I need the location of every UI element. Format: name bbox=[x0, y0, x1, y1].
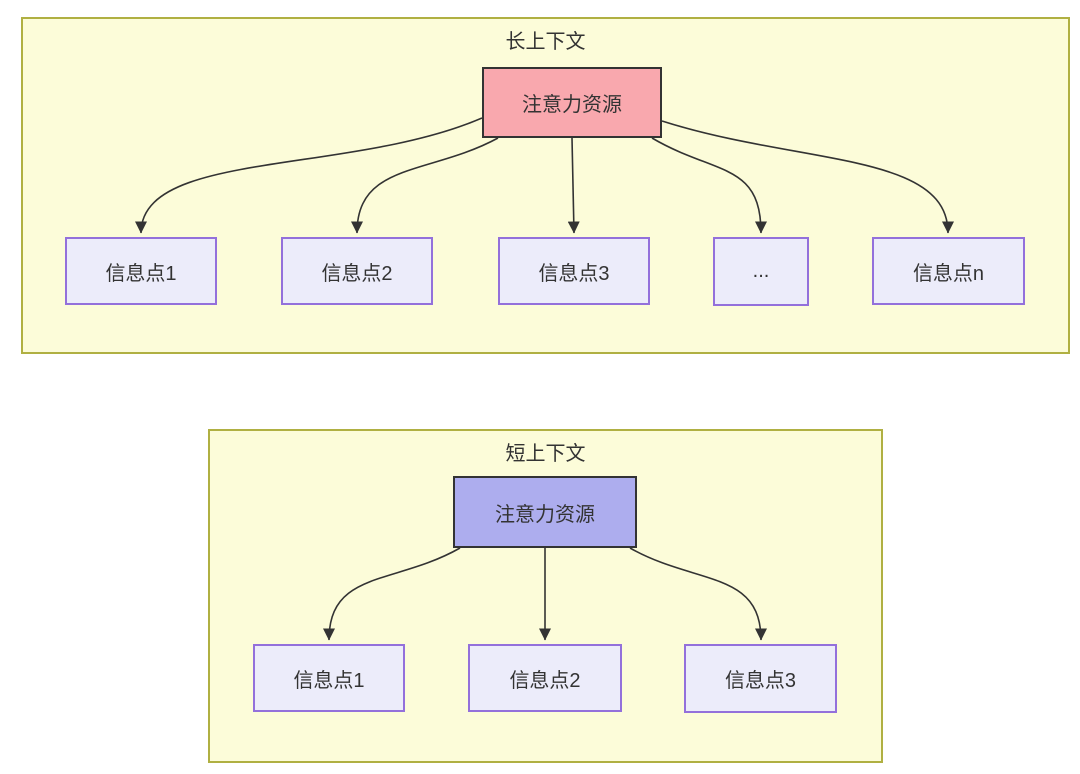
info-point-node-short-2: 信息点2 bbox=[468, 644, 622, 712]
info-point-node-long-ellipsis: ... bbox=[713, 237, 809, 306]
info-point-label: ... bbox=[752, 260, 770, 282]
info-point-label: 信息点3 bbox=[724, 670, 797, 692]
attention-resource-node-short: 注意力资源 bbox=[453, 476, 637, 548]
info-point-node-long-n: 信息点n bbox=[872, 237, 1025, 305]
info-point-node-long-2: 信息点2 bbox=[281, 237, 433, 305]
short-context-title: 短上下文 bbox=[505, 443, 586, 465]
info-point-node-long-3: 信息点3 bbox=[498, 237, 650, 305]
info-point-label: 信息点2 bbox=[509, 669, 581, 692]
attention-resource-label-long: 注意力资源 bbox=[522, 94, 622, 116]
info-point-node-short-1: 信息点1 bbox=[253, 644, 405, 712]
info-point-node-short-3: 信息点3 bbox=[684, 644, 837, 713]
info-point-label: 信息点1 bbox=[105, 262, 177, 285]
info-point-label: 信息点1 bbox=[293, 669, 365, 692]
attention-resource-node-long: 注意力资源 bbox=[482, 67, 662, 138]
info-point-label: 信息点3 bbox=[538, 262, 610, 285]
info-point-label: 信息点2 bbox=[321, 262, 393, 285]
info-point-node-long-1: 信息点1 bbox=[65, 237, 217, 305]
long-context-title: 长上下文 bbox=[505, 31, 586, 53]
attention-resource-label-short: 注意力资源 bbox=[495, 503, 595, 526]
info-point-label: 信息点n bbox=[912, 262, 985, 285]
